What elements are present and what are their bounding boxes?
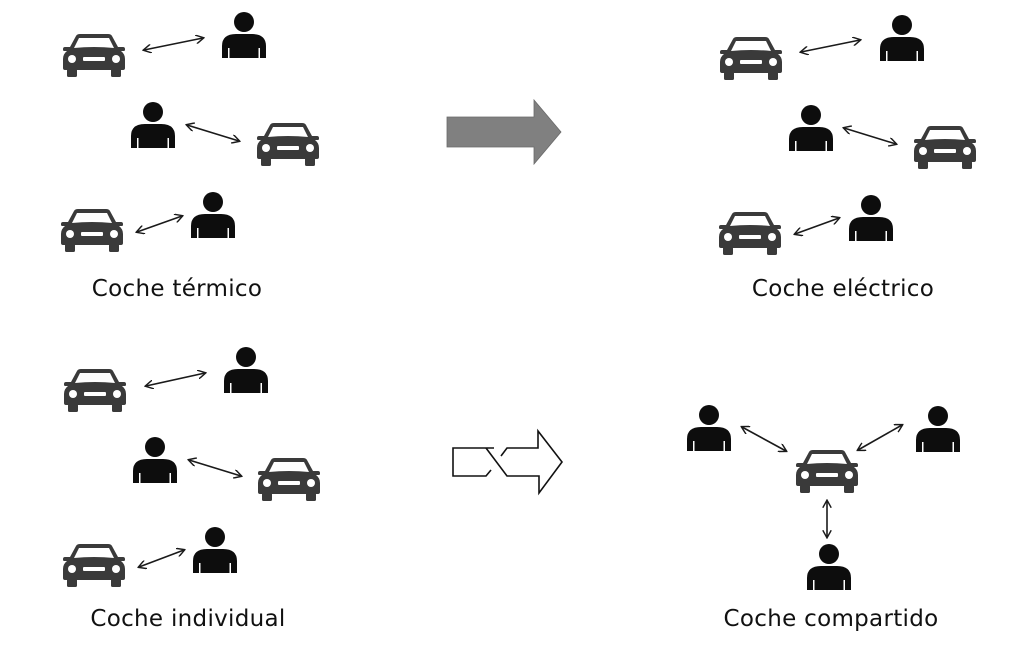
car-icon	[256, 121, 320, 167]
person-icon	[189, 192, 237, 238]
crossed-outline-arrow-icon	[452, 428, 564, 496]
car-icon	[63, 367, 127, 413]
person-icon	[878, 15, 926, 61]
label-electric: Coche eléctrico	[751, 276, 935, 302]
car-icon	[795, 448, 859, 494]
car-icon	[60, 207, 124, 253]
car-icon	[913, 124, 977, 170]
person-icon	[131, 437, 179, 483]
double-arrow	[187, 125, 239, 141]
person-icon	[805, 544, 853, 590]
double-arrow	[137, 216, 182, 232]
person-icon	[191, 527, 239, 573]
person-icon	[129, 102, 177, 148]
double-arrow	[139, 550, 184, 567]
label-thermal: Coche térmico	[91, 276, 263, 302]
person-icon	[847, 195, 895, 241]
person-icon	[685, 405, 733, 451]
double-arrow	[795, 218, 839, 234]
person-icon	[914, 406, 962, 452]
person-icon	[222, 347, 270, 393]
car-icon	[719, 35, 783, 81]
double-arrow	[146, 373, 205, 386]
car-icon	[62, 32, 126, 78]
label-shared: Coche compartido	[723, 606, 939, 632]
car-icon	[62, 542, 126, 588]
car-icon	[718, 210, 782, 256]
car-icon	[257, 456, 321, 502]
double-arrow	[801, 40, 860, 52]
double-arrow	[858, 425, 902, 450]
label-individual: Coche individual	[90, 606, 286, 632]
double-arrow	[844, 128, 896, 144]
person-icon	[220, 12, 268, 58]
double-arrow	[189, 460, 241, 476]
solid-gray-arrow-icon	[446, 98, 562, 166]
double-arrow	[144, 38, 203, 50]
double-arrow	[742, 427, 786, 451]
person-icon	[787, 105, 835, 151]
